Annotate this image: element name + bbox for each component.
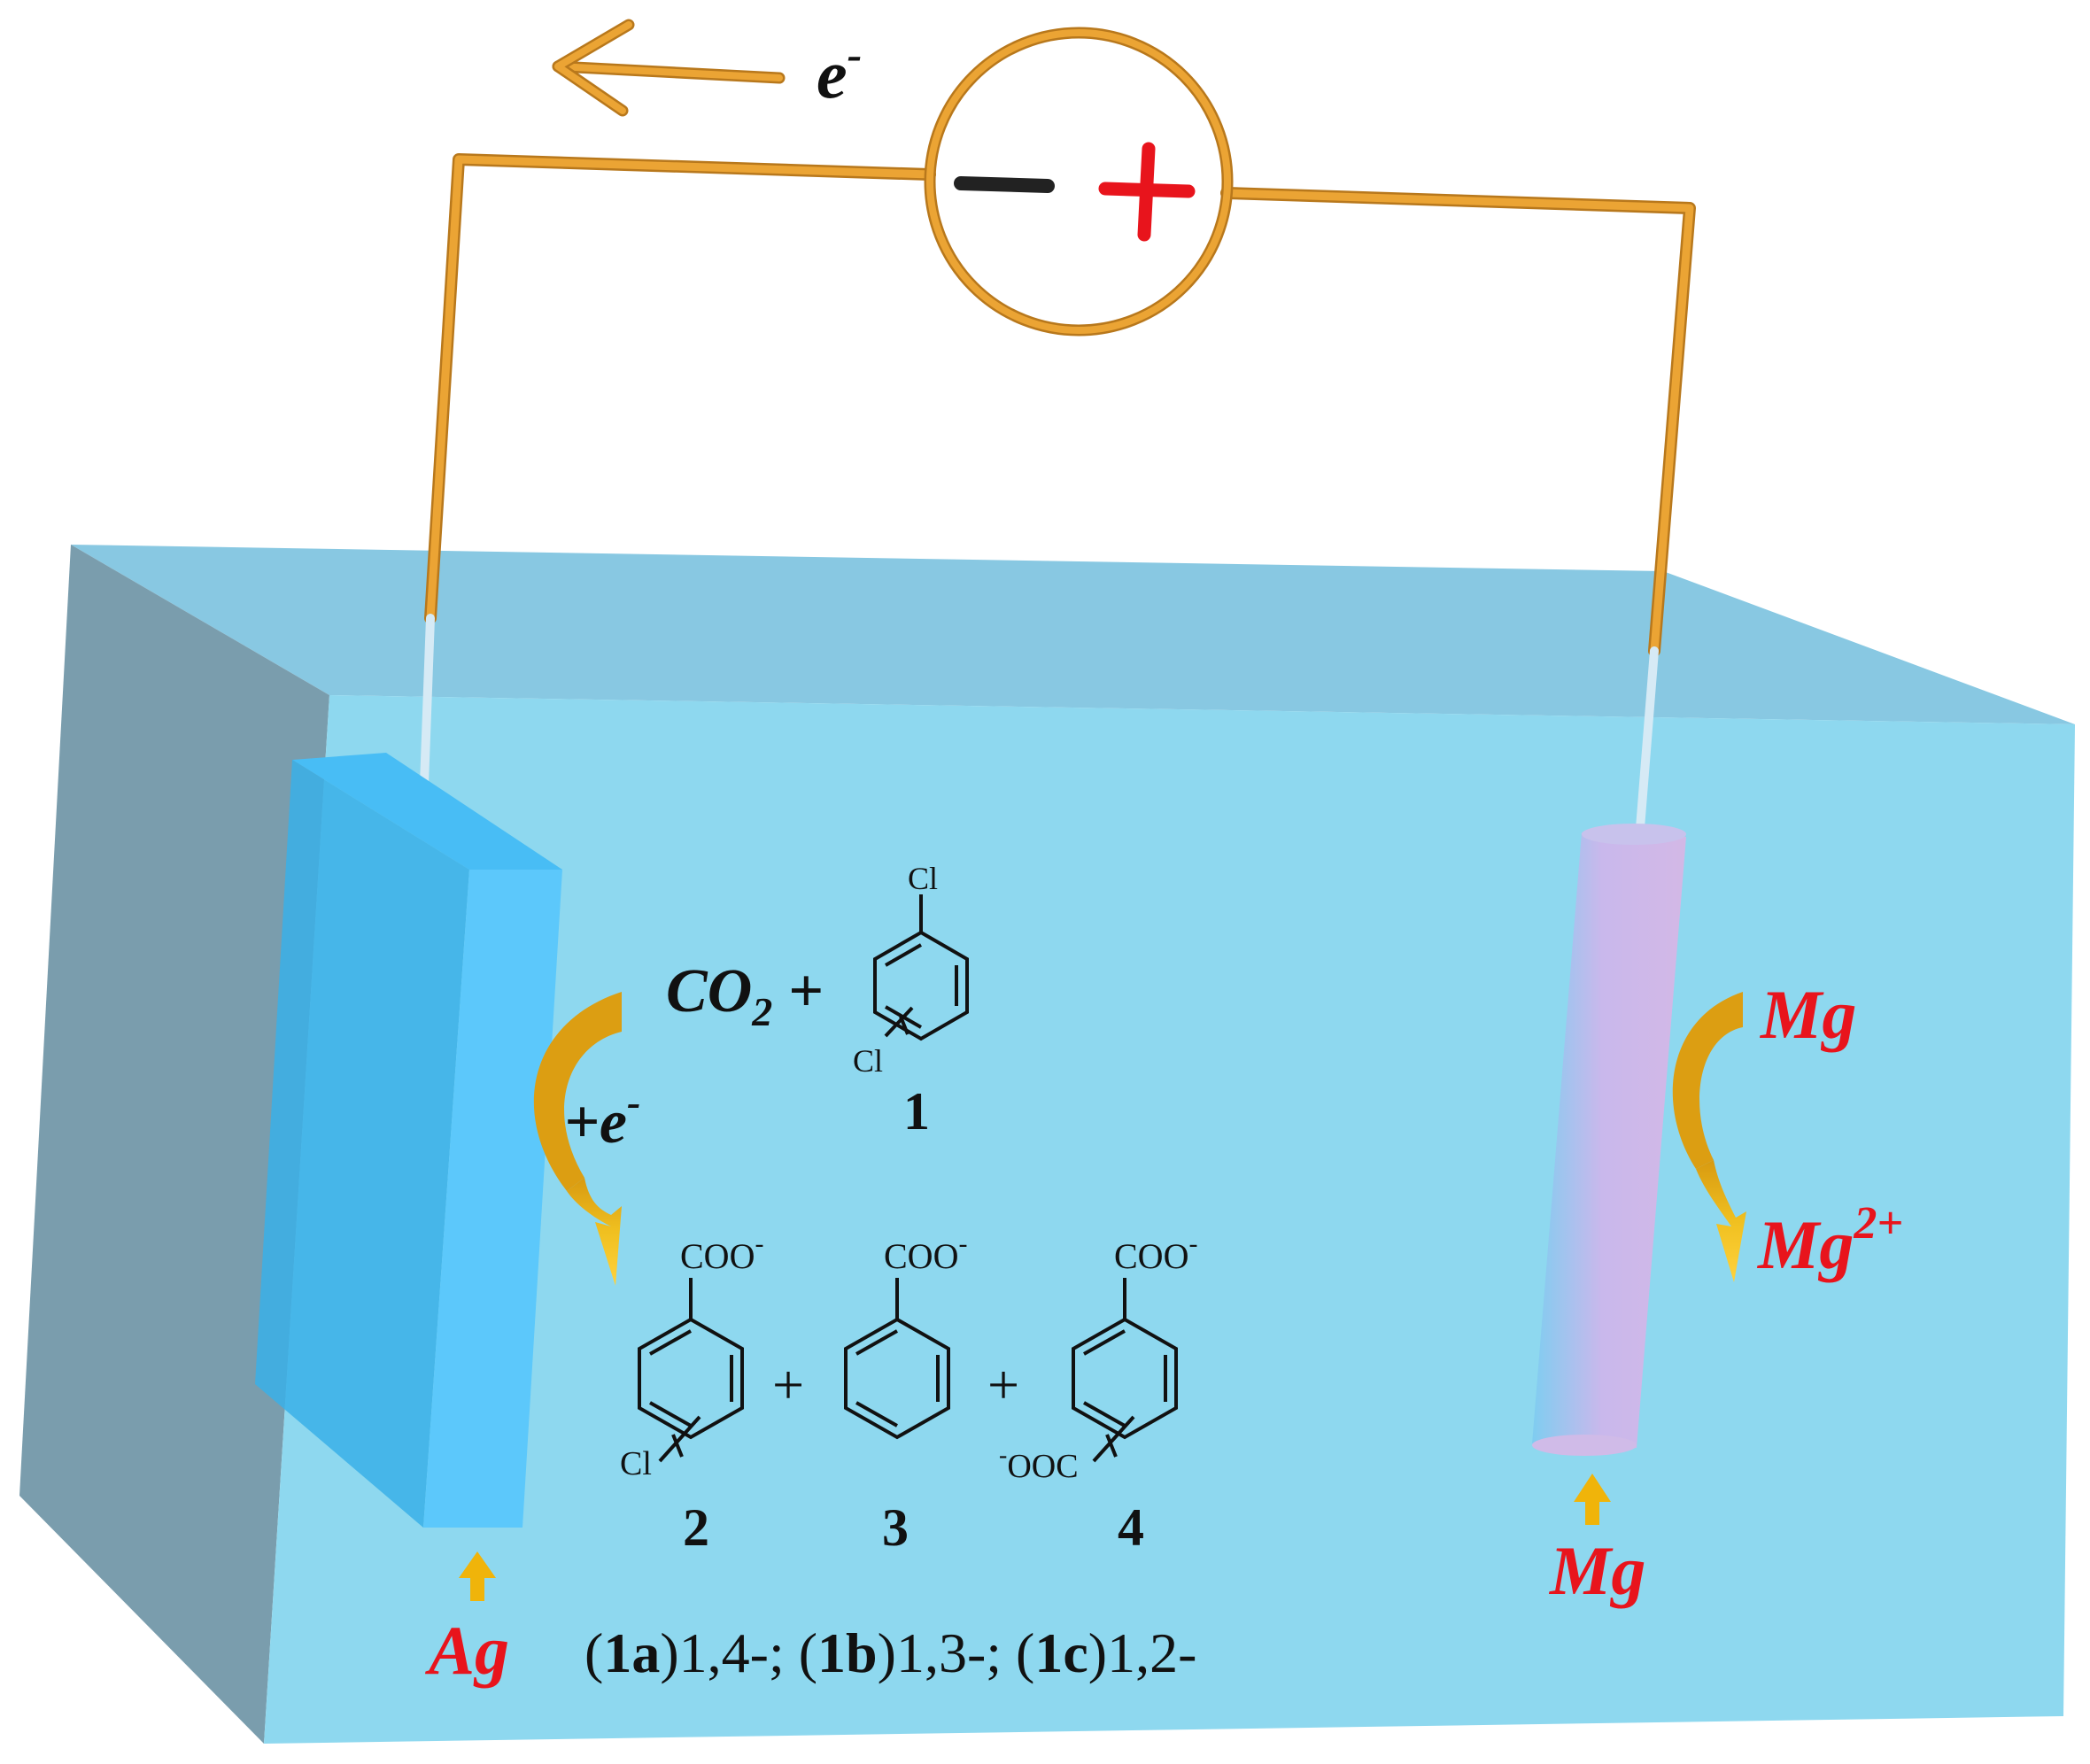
compound-2-structure xyxy=(638,1278,744,1463)
compound-3-structure xyxy=(844,1278,950,1440)
cathode-reduction-arrow xyxy=(533,992,622,1286)
cathode-front-face xyxy=(423,870,562,1528)
isomer-legend: (1a)1,4-; (1b)1,3-; (1c)1,2- xyxy=(584,1621,1196,1684)
tank-side-face xyxy=(19,545,329,1744)
compound-3-number: 3 xyxy=(882,1498,909,1557)
silver-cathode xyxy=(255,753,562,1528)
anode-oxidation-arrow xyxy=(1672,992,1746,1282)
ag-up-arrow xyxy=(459,1551,496,1601)
circuit-wire xyxy=(419,153,1696,832)
tank-top-face xyxy=(71,545,2075,724)
anode-rod-top xyxy=(1582,824,1686,845)
compound-2-cl: Cl xyxy=(620,1445,652,1482)
electron-flow-arrow xyxy=(552,19,786,117)
anode-product-label: Mg2+ xyxy=(1756,1198,1903,1283)
compound-3-group: COO- xyxy=(884,1229,967,1276)
compound-4-group: COO- xyxy=(1114,1229,1197,1276)
compound-1-number: 1 xyxy=(903,1082,930,1141)
magnesium-anode xyxy=(1532,824,1686,1456)
co2-label: CO2 + xyxy=(666,957,824,1034)
compound-1-structure xyxy=(873,894,969,1041)
compound-4-structure xyxy=(1072,1278,1178,1463)
compound-2-number: 2 xyxy=(683,1498,709,1557)
compound-2-group: COO- xyxy=(680,1229,763,1276)
compound-4-number: 4 xyxy=(1118,1498,1144,1557)
plus-sign-2: + xyxy=(987,1353,1019,1416)
mg-up-arrow xyxy=(1574,1474,1611,1525)
compound-4-ooc: -OOC xyxy=(999,1442,1079,1485)
compound-1-cl-bottom: Cl xyxy=(853,1043,883,1079)
anode-rod-body xyxy=(1532,832,1686,1448)
power-source xyxy=(924,27,1234,337)
cathode-label: Ag xyxy=(424,1612,509,1689)
negative-terminal-icon xyxy=(954,176,1055,193)
electron-label: e- xyxy=(817,29,862,112)
compound-1-cl-top: Cl xyxy=(908,861,938,896)
anode-label: Mg xyxy=(1548,1532,1645,1609)
anode-reactant-label: Mg xyxy=(1759,976,1856,1053)
electron-gain-label: +e- xyxy=(564,1079,640,1157)
cathode-side-face xyxy=(255,760,469,1528)
cathode-top-face xyxy=(292,753,562,870)
plus-sign-1: + xyxy=(772,1353,804,1416)
